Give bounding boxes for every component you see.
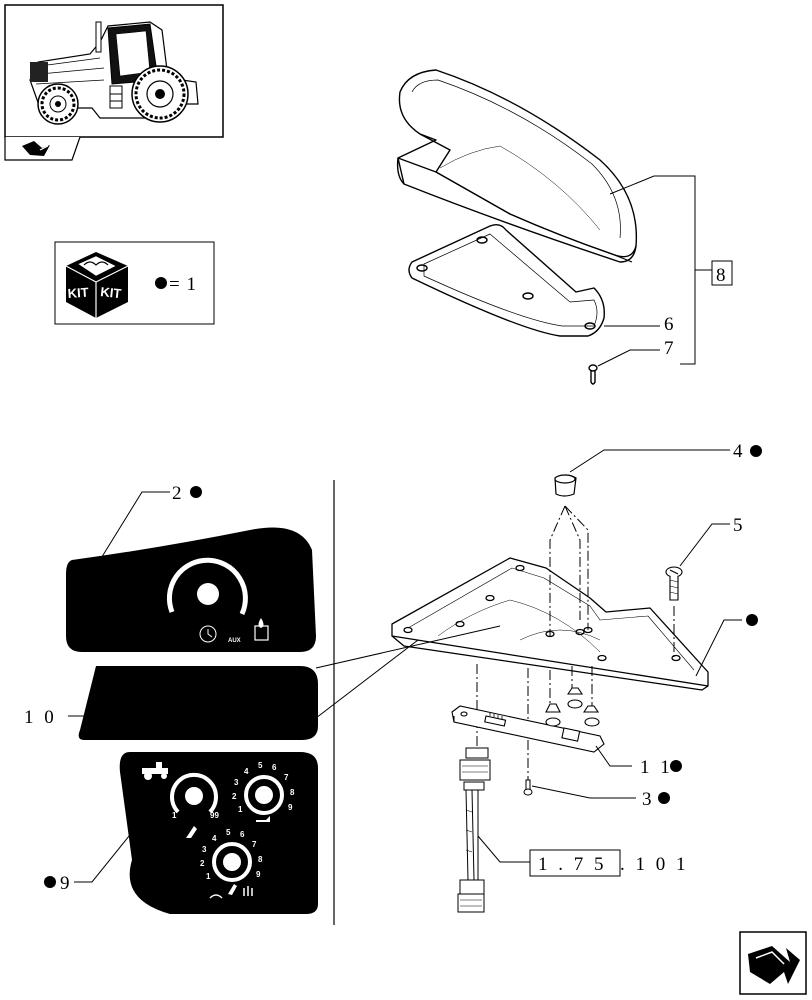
kit-word-left: KIT [67, 285, 89, 301]
screw-part-5[interactable] [665, 566, 683, 601]
upper-leaders [597, 175, 712, 367]
next-page-arrow-icon[interactable] [739, 931, 807, 995]
kit-word-right: KIT [100, 284, 122, 301]
reference-box [529, 849, 621, 877]
decal-2[interactable]: AUX [66, 527, 316, 653]
kit-legend: KIT KIT = 1 [54, 241, 215, 325]
callout-8[interactable]: 8 [716, 265, 729, 286]
dial3-tick-2: 2 [200, 859, 205, 868]
dial3-tick-7: 7 [252, 840, 257, 849]
reference-tail-text[interactable]: . 1 0 1 [620, 854, 689, 875]
bullet-plate-icon [746, 614, 758, 626]
dial2-tick-5: 5 [258, 761, 263, 770]
callout-4[interactable]: 4 [733, 441, 746, 462]
callout-11[interactable]: 1 1 [640, 757, 673, 778]
dial1-max: 99 [210, 811, 219, 820]
knob-part-4[interactable] [554, 474, 577, 497]
dial2-tick-4: 4 [244, 767, 249, 776]
dial2-tick-8: 8 [290, 788, 295, 797]
tractor-thumbnail[interactable] [4, 4, 224, 161]
bullet-3-icon [658, 792, 670, 804]
callout-10[interactable]: 1 0 [24, 707, 57, 728]
dial3-tick-8: 8 [258, 855, 263, 864]
cable-harness[interactable] [457, 747, 491, 913]
dial1-min: 1 [172, 811, 177, 820]
screw-part-3[interactable] [523, 779, 533, 796]
bullet-11-icon [670, 760, 682, 772]
dial3-tick-5: 5 [226, 828, 231, 837]
panel-plate[interactable] [391, 557, 709, 691]
dial3-tick-9: 9 [256, 870, 261, 879]
circuit-board-part-11[interactable] [451, 687, 605, 753]
cover-assembly[interactable] [396, 69, 638, 385]
callout-3[interactable]: 3 [642, 789, 655, 810]
callout-6[interactable]: 6 [664, 314, 677, 335]
dial2-tick-2: 2 [232, 792, 237, 801]
callout-7[interactable]: 7 [664, 338, 677, 359]
bullet-icon [155, 277, 167, 289]
bullet-4-icon [750, 445, 762, 457]
callout-2[interactable]: 2 [172, 483, 185, 504]
dial3-tick-4: 4 [212, 834, 217, 843]
dial3-tick-6: 6 [240, 830, 245, 839]
bullet-2-icon [190, 486, 202, 498]
dial3-tick-3: 3 [202, 845, 207, 854]
lower-leaders [68, 449, 742, 883]
decal-10[interactable] [78, 666, 319, 740]
aux-label: AUX [228, 638, 241, 644]
callout-5[interactable]: 5 [733, 515, 746, 536]
bullet-9-icon [44, 876, 56, 888]
callout-box-8 [711, 260, 733, 286]
decal-9[interactable]: 1 99 1 2 3 4 5 6 7 8 9 1 2 3 4 5 6 7 8 9 [119, 752, 318, 914]
dial3-tick-1: 1 [206, 872, 211, 881]
reference-box-text[interactable]: 1 . 7 5 [538, 854, 607, 875]
dial2-tick-7: 7 [284, 773, 289, 782]
dial2-tick-1: 1 [238, 805, 243, 814]
kit-legend-text: = 1 [169, 274, 197, 295]
dial2-tick-9: 9 [288, 803, 293, 812]
callout-9[interactable]: 9 [60, 873, 73, 894]
dial2-tick-3: 3 [234, 778, 239, 787]
dial2-tick-6: 6 [272, 763, 277, 772]
